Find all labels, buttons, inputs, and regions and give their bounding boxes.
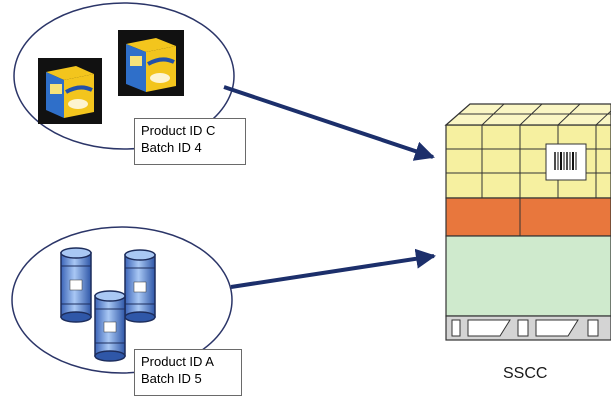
product-id-label: Product ID C [141,123,216,138]
barcode-can-icon [94,290,126,362]
pallet-illustration [444,103,611,341]
cereal-box-icon [118,30,184,96]
group-a-label-box: Product ID A Batch ID 5 [134,349,242,396]
sscc-label: SSCC [503,365,548,382]
batch-id-label: Batch ID 5 [141,371,202,386]
group-c-label-box: Product ID C Batch ID 4 [134,118,246,165]
arrow-c-to-pallet [223,85,435,161]
barcode-can-icon [60,247,92,323]
cereal-box-icon [38,58,102,124]
batch-id-label: Batch ID 4 [141,140,202,155]
barcode-can-icon [124,249,156,323]
product-id-label: Product ID A [141,354,214,369]
barcode-label [545,143,587,181]
barcode-icon [554,152,577,170]
arrow-a-to-pallet [230,248,436,289]
